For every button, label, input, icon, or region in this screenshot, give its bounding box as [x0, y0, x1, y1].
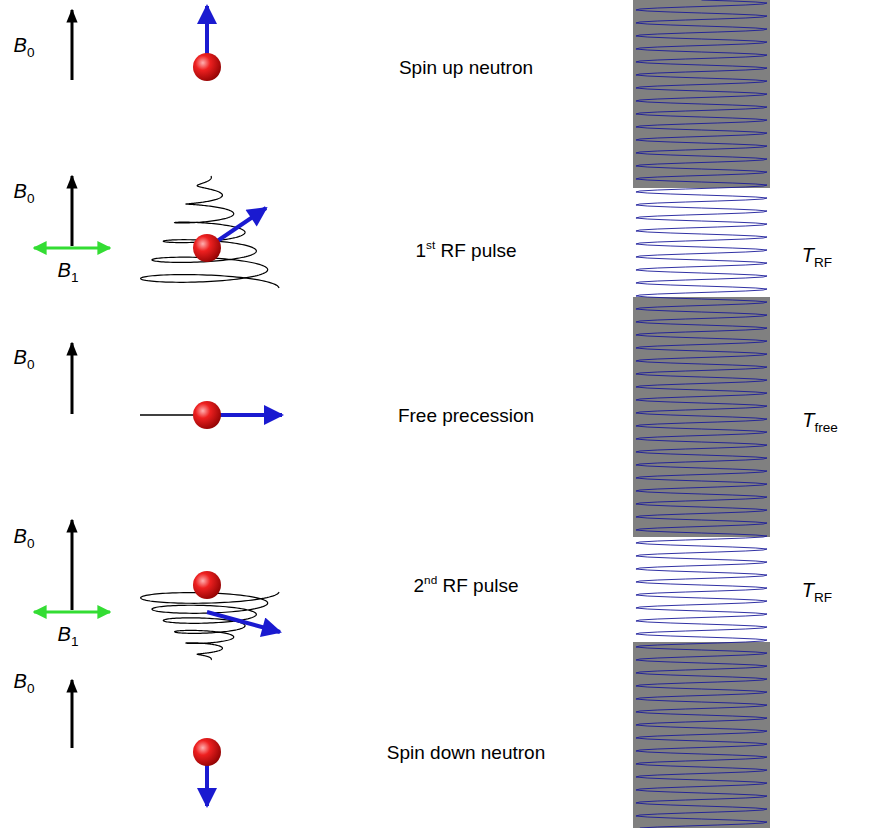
symbol-label: B0: [14, 526, 35, 546]
symbol-label: B1: [58, 624, 79, 644]
symbol-label: TRF: [802, 245, 832, 265]
symbol-label: TRF: [802, 580, 832, 600]
symbol-label: Tfree: [802, 410, 838, 430]
neutron-spheres: [193, 53, 221, 766]
step-label: Spin down neutron: [387, 743, 545, 762]
step-label: 2nd RF pulse: [414, 576, 519, 595]
symbol-label: B0: [14, 347, 35, 367]
symbol-label: B0: [14, 671, 35, 691]
symbol-label: B0: [14, 35, 35, 55]
b1-field-arrows: [34, 248, 110, 612]
step-label: Spin up neutron: [399, 58, 533, 77]
rf-wave: [636, 0, 767, 828]
field-timeline: [633, 0, 770, 828]
precession-spiral: [141, 176, 279, 288]
precession-spirals: [141, 176, 279, 660]
precession-spiral: [141, 592, 279, 660]
spin-arrows: [207, 6, 282, 806]
symbol-label: B0: [14, 181, 35, 201]
symbol-label: B1: [58, 260, 79, 280]
step-label: 1st RF pulse: [415, 241, 516, 260]
step-label: Free precession: [398, 406, 534, 425]
